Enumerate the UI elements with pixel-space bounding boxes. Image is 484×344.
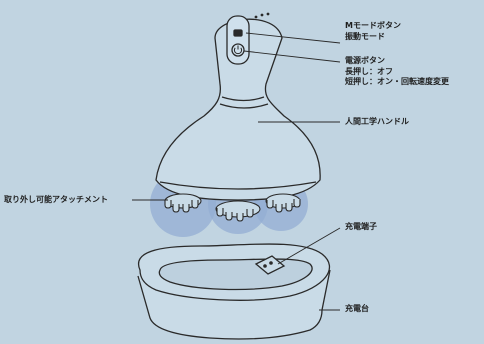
- short-press-text: 短押し：オン・回転速度変更: [345, 77, 449, 86]
- long-press-text: 長押し：オフ: [345, 66, 393, 76]
- label-ergonomic-handle: 人間工学ハンドル: [345, 117, 409, 128]
- attachment-heads: [164, 193, 301, 222]
- m-mode-button: [233, 29, 243, 37]
- charging-stand: [137, 243, 331, 340]
- ergonomic-handle-text: 人間工学ハンドル: [345, 117, 409, 126]
- leader-power: [243, 50, 341, 63]
- label-detachable-attachment: 取り外し可能アタッチメント: [4, 195, 108, 206]
- leader-m-mode: [245, 32, 341, 44]
- charging-terminal-text: 充電端子: [345, 222, 377, 231]
- control-panel: [226, 15, 250, 65]
- label-charging-stand: 充電台: [345, 304, 369, 315]
- label-charging-terminal: 充電端子: [345, 222, 377, 233]
- power-button: [231, 43, 245, 57]
- stand-recess: [158, 258, 313, 291]
- label-power-button: 電源ボタン 長押し：オフ 短押し：オン・回転速度変更: [345, 56, 449, 88]
- detachable-attachment-text: 取り外し可能アタッチメント: [4, 195, 108, 204]
- m-mode-button-title: Mモードボタン: [345, 21, 401, 30]
- charging-terminal: [254, 255, 286, 275]
- massager-device: [155, 12, 321, 201]
- charging-stand-text: 充電台: [345, 304, 369, 313]
- vibration-mode-text: 振動モード: [345, 31, 385, 41]
- leader-terminal: [277, 227, 341, 265]
- leader-lines: [132, 32, 341, 311]
- label-m-mode-button: Mモードボタン 振動モード: [345, 21, 401, 42]
- power-button-title: 電源ボタン: [345, 56, 385, 65]
